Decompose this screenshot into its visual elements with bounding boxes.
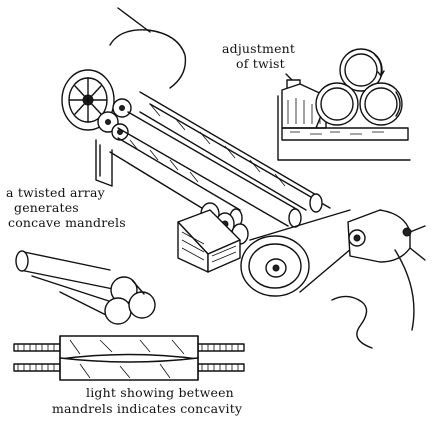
twist-adjust-icon bbox=[277, 48, 411, 161]
array-label-line3: concave mandrels bbox=[8, 215, 126, 230]
mandrel-stack-icon bbox=[15, 250, 156, 325]
adjustment-label-line1: adjustment bbox=[222, 41, 296, 56]
array-label-line1: a twisted array bbox=[6, 185, 105, 200]
pulley-icon bbox=[61, 7, 187, 187]
mandrel-pair-icon bbox=[13, 335, 245, 381]
mandrel-rods bbox=[109, 91, 331, 245]
lathe-pulley bbox=[240, 209, 426, 349]
light-label-line1: light showing between bbox=[86, 385, 234, 400]
adjustment-label-line2: of twist bbox=[236, 56, 285, 71]
array-label-line2: generates bbox=[14, 200, 79, 215]
wood-block bbox=[177, 209, 241, 273]
light-label-line2: mandrels indicates concavity bbox=[52, 401, 243, 416]
